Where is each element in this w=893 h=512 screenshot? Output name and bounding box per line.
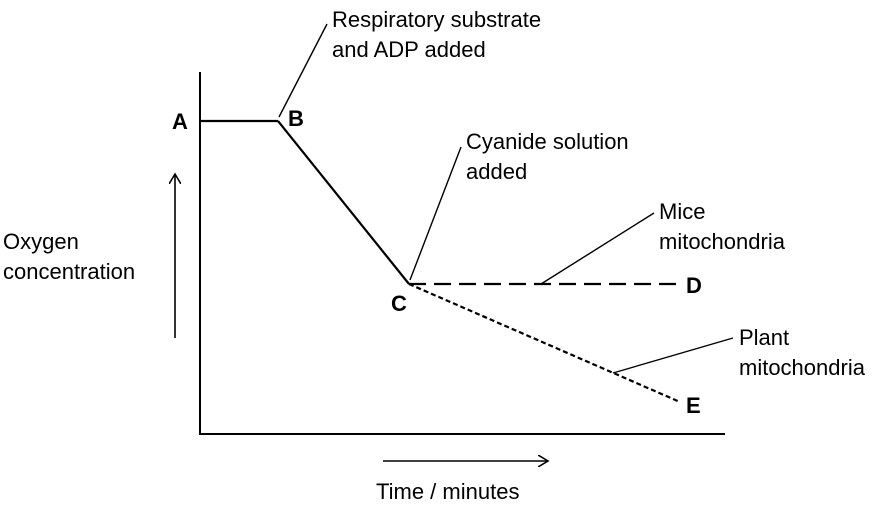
point-label-c: C — [391, 291, 407, 316]
point-label-a: A — [172, 109, 188, 134]
annotation-plant-line-2: mitochondria — [739, 355, 866, 380]
series-plant-mitochondria-line — [408, 282, 681, 404]
point-label-d: D — [686, 273, 702, 298]
point-label-e: E — [686, 393, 701, 418]
annotation-mice-line-2: mitochondria — [659, 229, 786, 254]
y-axis-label-line-2: concentration — [3, 259, 135, 284]
annotation-plant-line-1: Plant — [739, 325, 789, 350]
annotation-mice-line-1: Mice — [659, 199, 705, 224]
y-axis-label-line-1: Oxygen — [3, 229, 79, 254]
annotation-cyanide-line-2: added — [466, 159, 527, 184]
annotation-plant-leader — [612, 337, 734, 374]
segment-b-c — [277, 120, 410, 285]
annotation-substrate-line-1: Respiratory substrate — [332, 7, 541, 32]
annotation-substrate-line-2: and ADP added — [332, 37, 486, 62]
annotation-mice-leader — [540, 212, 655, 285]
x-axis-label: Time / minutes — [376, 479, 519, 504]
annotation-substrate-leader — [278, 23, 328, 118]
annotation-cyanide-leader — [409, 146, 462, 281]
annotation-cyanide-line-1: Cyanide solution — [466, 129, 629, 154]
point-label-b: B — [288, 106, 304, 131]
